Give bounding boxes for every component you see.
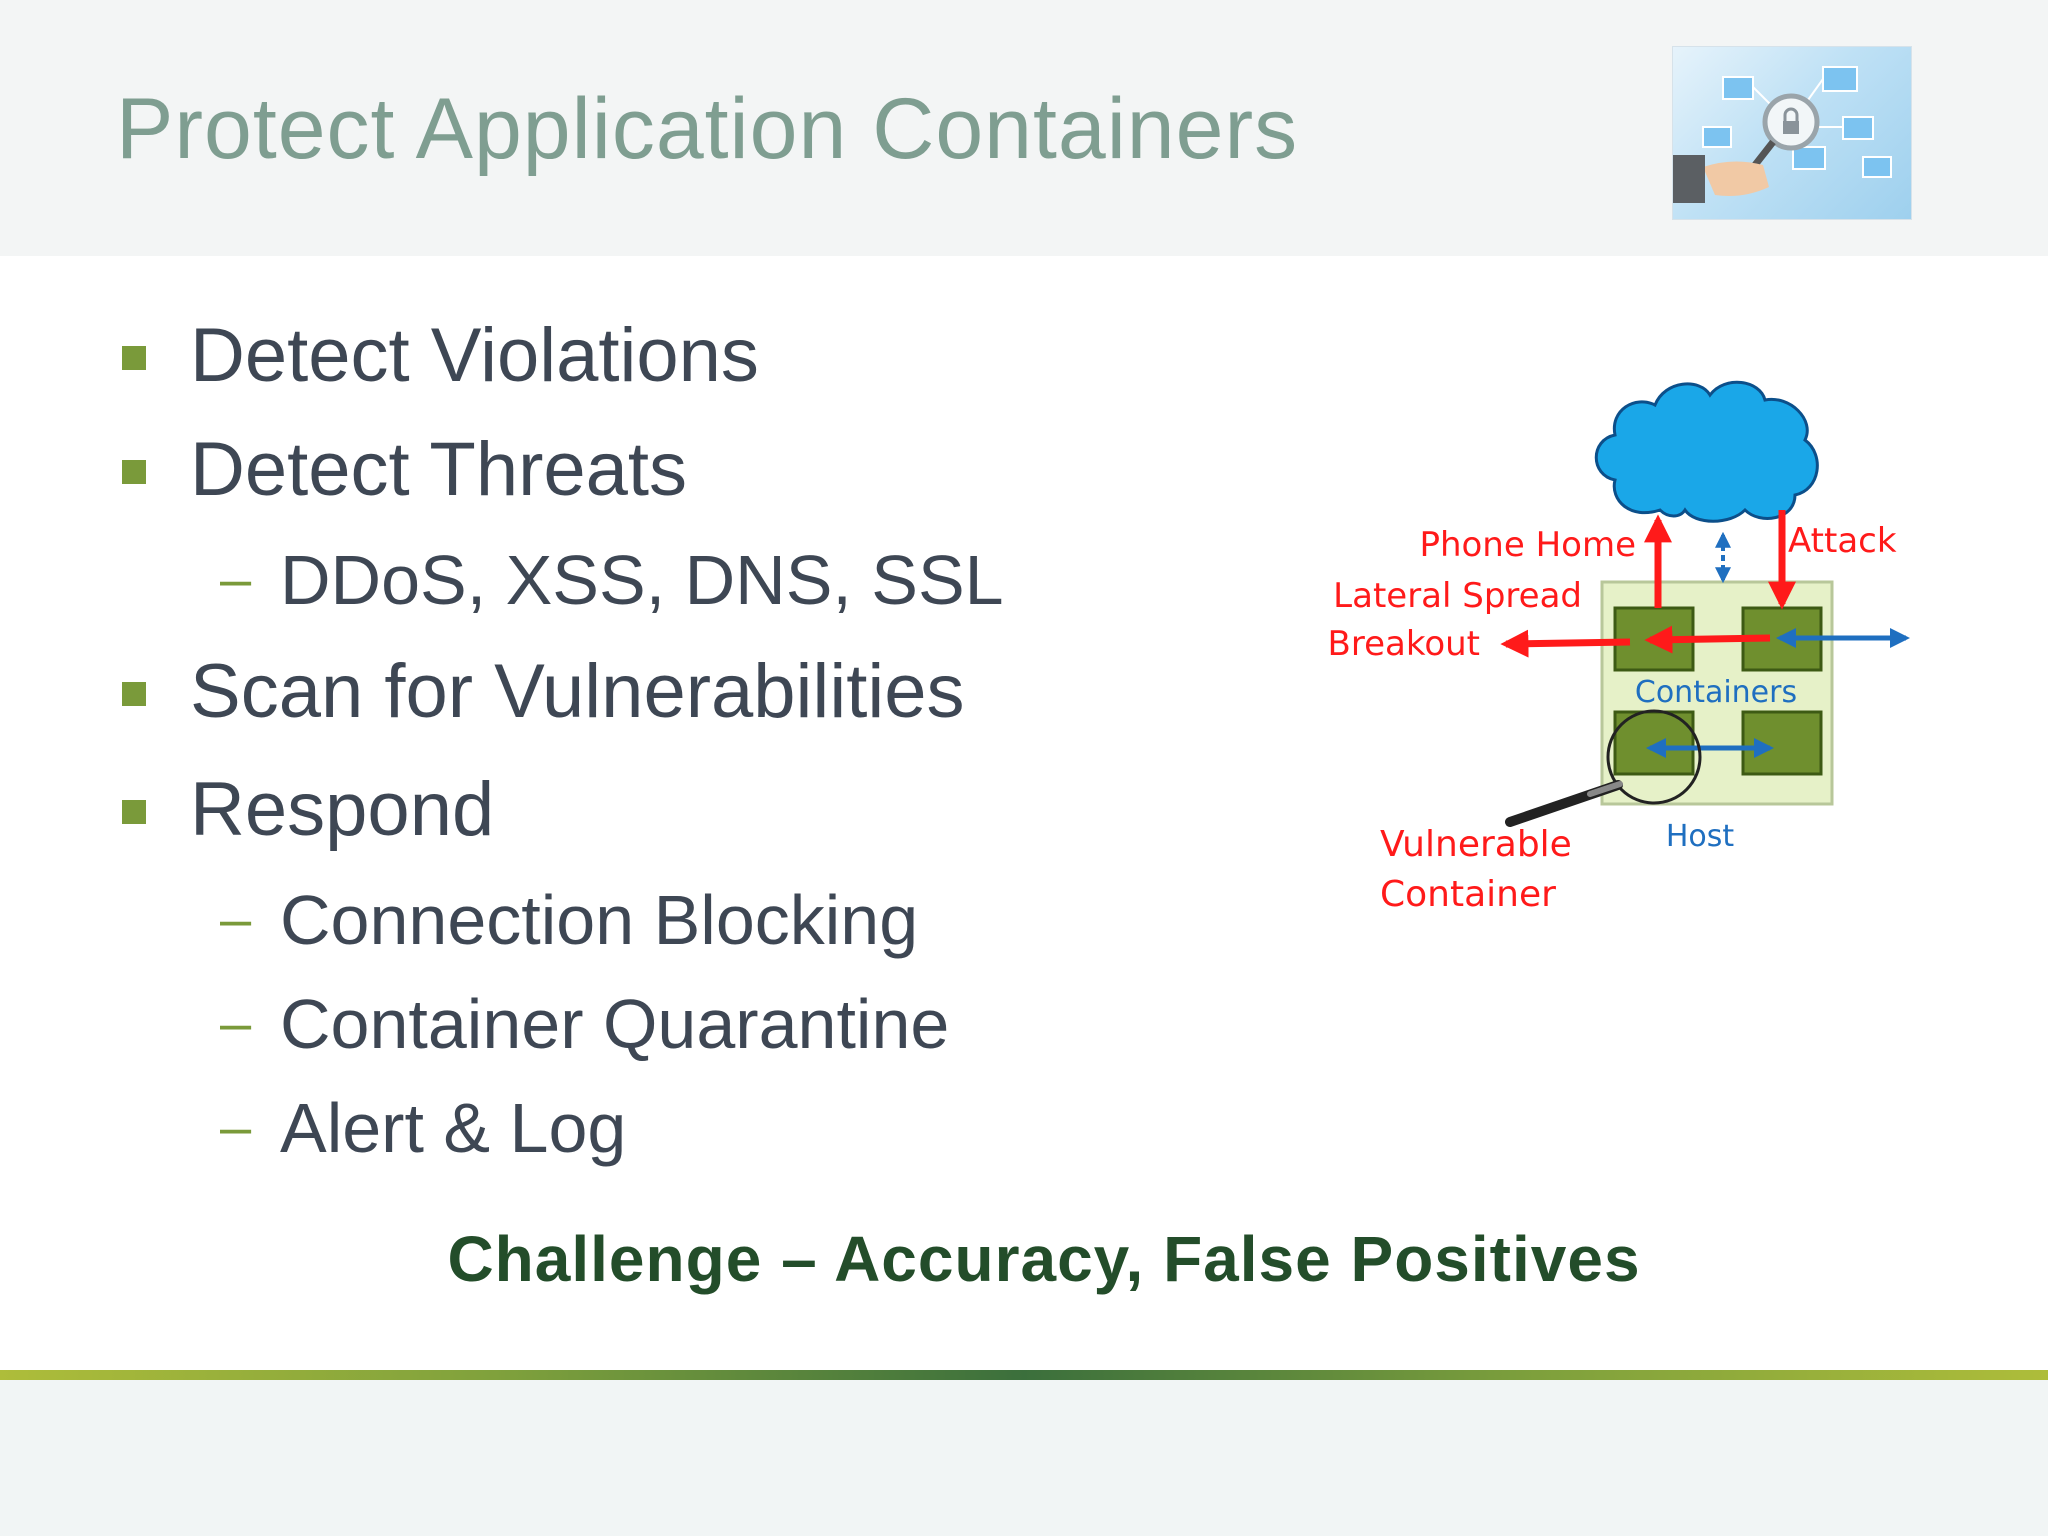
bullet-respond: Respond bbox=[190, 767, 495, 852]
sub-bullet-marker: – bbox=[220, 1095, 252, 1158]
container-threat-diagram: Phone Home Attack Lateral Spread Breakou… bbox=[1290, 360, 1930, 940]
label-phone-home: Phone Home bbox=[1419, 525, 1636, 565]
footer-band bbox=[0, 1380, 2048, 1536]
bullet-marker bbox=[122, 460, 146, 484]
label-vulnerable-container: Container bbox=[1380, 874, 1556, 915]
sub-bullet-connection-blocking: Connection Blocking bbox=[280, 881, 919, 959]
sub-bullet-marker: – bbox=[220, 991, 252, 1054]
sub-bullet-alert-log: Alert & Log bbox=[280, 1089, 627, 1167]
magnifier-icon bbox=[1505, 709, 1702, 827]
security-illustration bbox=[1672, 46, 1912, 220]
challenge-statement: Challenge – Accuracy, False Positives bbox=[447, 1223, 1641, 1295]
label-containers: Containers bbox=[1635, 675, 1797, 710]
bullet-marker bbox=[122, 800, 146, 824]
lateral-spread-arrow bbox=[1644, 625, 1771, 654]
internet-cloud-icon bbox=[1594, 380, 1819, 523]
bullet-marker bbox=[122, 346, 146, 370]
bullet-marker bbox=[122, 682, 146, 706]
sub-bullet-container-quarantine: Container Quarantine bbox=[280, 985, 950, 1063]
label-vulnerable: Vulnerable bbox=[1380, 824, 1572, 865]
slide-title: Protect Application Containers bbox=[116, 81, 1299, 177]
bullet-detect-violations: Detect Violations bbox=[190, 313, 759, 398]
container-box bbox=[1741, 710, 1823, 776]
bullet-list: Detect Violations Detect Threats – DDoS,… bbox=[0, 0, 1100, 1220]
label-lateral-spread: Lateral Spread bbox=[1333, 576, 1582, 616]
sub-bullet-marker: – bbox=[220, 887, 252, 950]
breakout-arrow bbox=[1500, 629, 1631, 658]
sub-bullet-threat-types: DDoS, XSS, DNS, SSL bbox=[280, 541, 1004, 619]
label-attack: Attack bbox=[1788, 521, 1897, 561]
bullet-scan-vulnerabilities: Scan for Vulnerabilities bbox=[190, 649, 965, 734]
bullet-detect-threats: Detect Threats bbox=[190, 427, 688, 512]
label-breakout: Breakout bbox=[1328, 624, 1480, 664]
footer-divider bbox=[0, 1370, 2048, 1380]
sub-bullet-marker: – bbox=[220, 547, 252, 610]
label-host: Host bbox=[1666, 819, 1735, 854]
